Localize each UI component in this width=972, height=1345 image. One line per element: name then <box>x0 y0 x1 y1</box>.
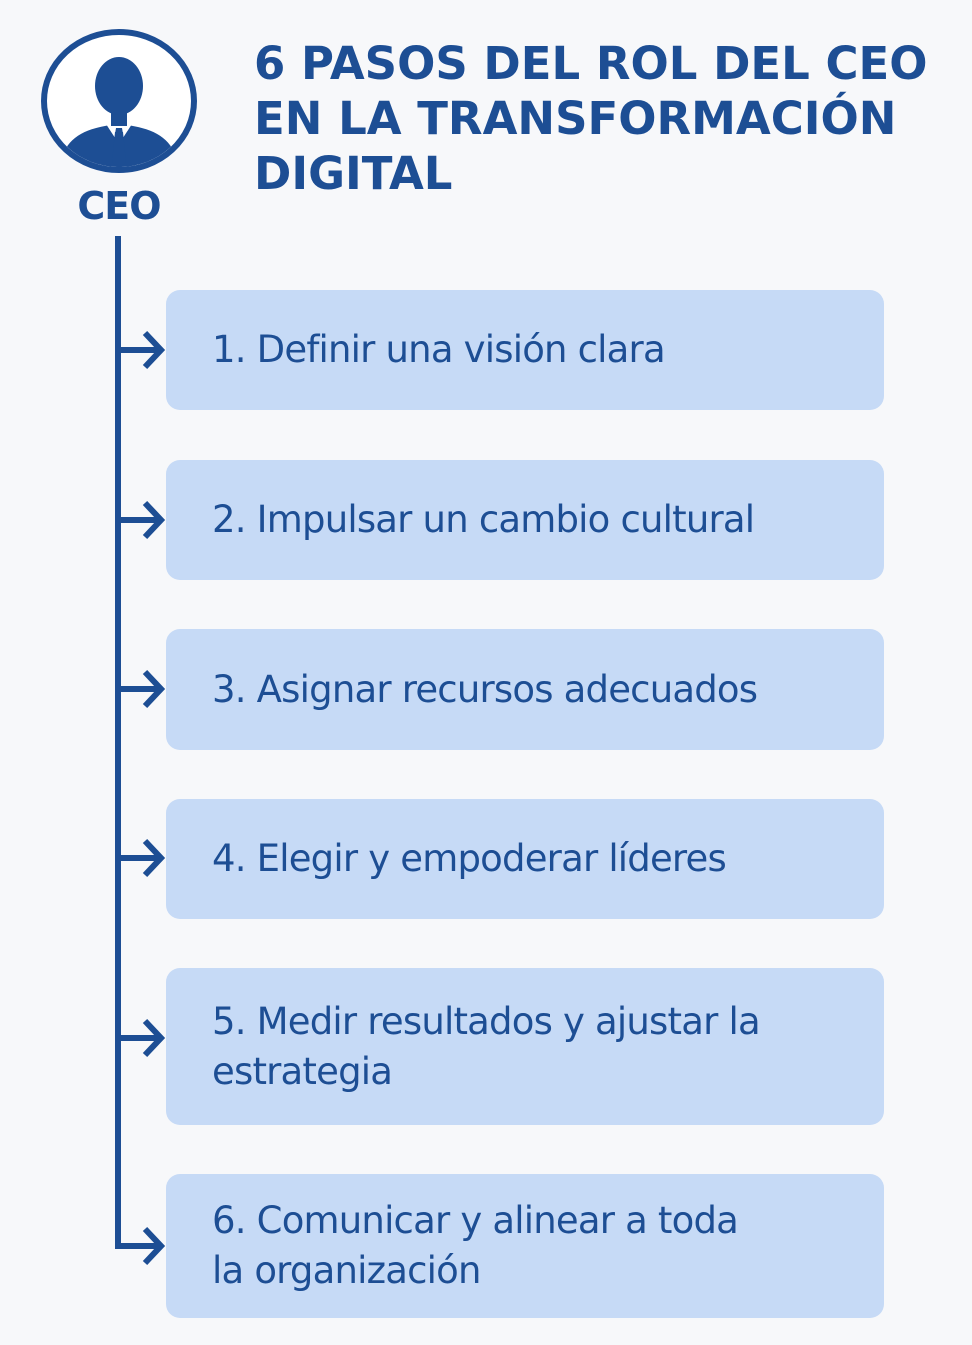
arrow-right-icon <box>118 500 166 540</box>
arrow-right-icon <box>118 330 166 370</box>
step-card-4: 4. Elegir y empoderar líderes <box>166 799 884 919</box>
arrow-right-icon <box>118 1018 166 1058</box>
step-label-4: 4. Elegir y empoderar líderes <box>212 837 727 880</box>
step-label-5: 5. Medir resultados y ajustar la estrate… <box>212 999 761 1093</box>
page-title: 6 PASOS DEL ROL DEL CEO EN LA TRANSFORMA… <box>254 37 928 200</box>
ceo-label: CEO <box>77 184 161 228</box>
step-label-6: 6. Comunicar y alinear a toda la organiz… <box>212 1199 739 1292</box>
arrow-right-icon <box>118 669 166 709</box>
ceo-avatar-icon <box>41 29 197 173</box>
step-card-5: 5. Medir resultados y ajustar la estrate… <box>166 968 884 1125</box>
step-card-6: 6. Comunicar y alinear a toda la organiz… <box>166 1174 884 1318</box>
step-label-2: 2. Impulsar un cambio cultural <box>212 498 755 541</box>
step-label-1: 1. Definir una visión clara <box>212 328 666 371</box>
step-label-3: 3. Asignar recursos adecuados <box>212 667 758 711</box>
arrow-right-icon <box>115 1226 166 1266</box>
step-card-2: 2. Impulsar un cambio cultural <box>166 460 884 580</box>
step-card-3: 3. Asignar recursos adecuados <box>166 629 884 750</box>
arrow-right-icon <box>118 838 166 878</box>
step-card-1: 1. Definir una visión clara <box>166 290 884 410</box>
steps-list: 1. Definir una visión clara 2. Impulsar … <box>166 0 884 1345</box>
